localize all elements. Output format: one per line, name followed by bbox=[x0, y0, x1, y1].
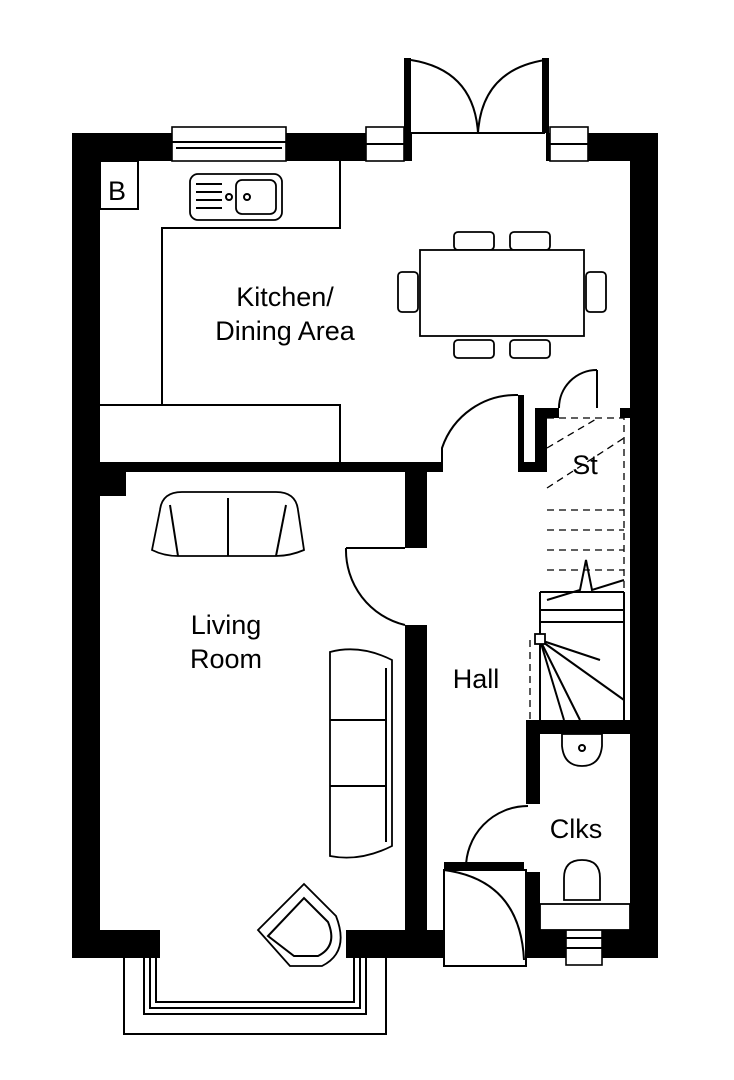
boiler-box bbox=[99, 160, 139, 210]
wc-window bbox=[565, 924, 603, 966]
dining-table-icon bbox=[397, 231, 607, 359]
boiler-label: B bbox=[108, 176, 126, 206]
kitchen-window bbox=[171, 126, 287, 162]
kitchen-label-line1: Kitchen/ bbox=[236, 282, 334, 312]
exterior-walls bbox=[72, 133, 658, 958]
basin-icon bbox=[561, 733, 603, 767]
living-room-label-line2: Room bbox=[190, 644, 262, 674]
kitchen-worktop bbox=[100, 161, 341, 462]
living-room-label-line1: Living bbox=[191, 610, 262, 640]
wc-door bbox=[464, 805, 529, 871]
bay-window bbox=[123, 958, 387, 1035]
french-doors bbox=[404, 58, 549, 134]
toilet-icon bbox=[539, 859, 631, 931]
cloakroom-label: Clks bbox=[550, 814, 603, 844]
front-door bbox=[443, 869, 527, 967]
kitchen-label-line2: Dining Area bbox=[215, 316, 356, 346]
interior-walls bbox=[100, 395, 630, 932]
living-room-door bbox=[344, 547, 406, 626]
sofa-icon bbox=[329, 648, 393, 859]
hall-label: Hall bbox=[453, 664, 500, 694]
staircase bbox=[529, 417, 625, 721]
kitchen-hall-door bbox=[441, 393, 519, 472]
sink-icon bbox=[189, 173, 283, 221]
patio-side-window-right bbox=[549, 126, 589, 162]
store-door bbox=[558, 369, 598, 409]
store-label: St bbox=[572, 450, 598, 480]
patio-side-window-left bbox=[365, 126, 405, 162]
chair-icon bbox=[256, 882, 342, 967]
armchair-sofa-icon bbox=[150, 491, 305, 557]
